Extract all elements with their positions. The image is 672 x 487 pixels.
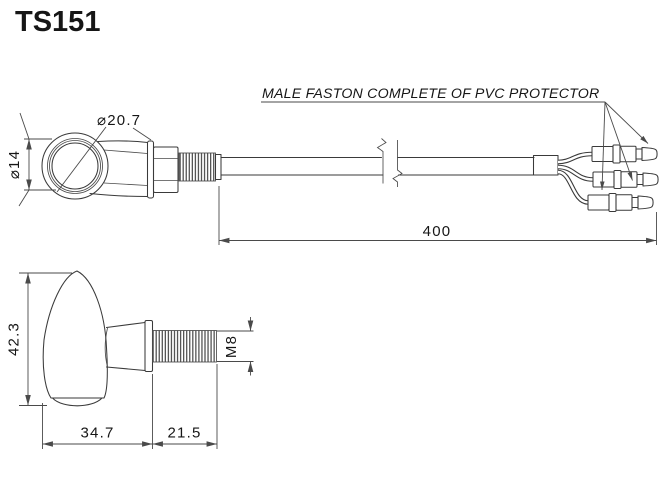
lens-bottom-arc bbox=[52, 397, 103, 407]
lens-outer-circle bbox=[41, 132, 109, 200]
faston-connector-top bbox=[591, 144, 658, 164]
dimension-cable-length: 400 bbox=[218, 186, 657, 245]
cable-right-segment bbox=[396, 156, 535, 176]
body-taper-inner-bottom bbox=[103, 182, 148, 186]
cable-left-segment bbox=[220, 156, 384, 176]
stem-flange bbox=[144, 319, 154, 373]
page-title: TS151 bbox=[15, 6, 100, 38]
lens-bezel-circle-b bbox=[49, 140, 101, 192]
dim-lens-inner-label: ⌀14 bbox=[6, 150, 23, 179]
dim-lens-outer-label: ⌀20.7 bbox=[97, 112, 141, 129]
dim-tails bbox=[18, 112, 30, 207]
cable-break-line-left bbox=[376, 138, 387, 184]
body-profile bbox=[42, 270, 108, 399]
callout: MALE FASTON COMPLETE OF PVC PROTECTOR bbox=[261, 86, 649, 191]
thread-collar bbox=[214, 153, 222, 181]
cable-break-line-right bbox=[392, 140, 403, 187]
body-taper-top bbox=[97, 140, 149, 144]
stem-base-arc bbox=[104, 327, 108, 368]
callout-leader-3 bbox=[599, 101, 606, 191]
stem-top bbox=[105, 321, 146, 329]
stem-bottom bbox=[105, 366, 146, 372]
callout-leader-2 bbox=[604, 101, 633, 181]
callout-label: MALE FASTON COMPLETE OF PVC PROTECTOR bbox=[262, 86, 599, 102]
body-taper-inner-top bbox=[103, 149, 148, 154]
lens-bezel-circle-a bbox=[47, 138, 103, 194]
callout-leader-1 bbox=[604, 101, 649, 144]
dimension-lens-outer: ⌀20.7 bbox=[56, 112, 152, 193]
hex-nut bbox=[152, 146, 179, 194]
dim-lens-outer-leader-2 bbox=[132, 127, 152, 141]
cable-sleeve bbox=[532, 154, 559, 176]
side-view bbox=[42, 270, 217, 407]
faston-connector-bottom bbox=[587, 192, 654, 213]
dimension-bottom-widths: 34.7 21.5 bbox=[42, 364, 218, 449]
flange bbox=[146, 140, 155, 199]
hex-nut-facets bbox=[153, 158, 178, 181]
dim-cable-length-label: 400 bbox=[423, 223, 452, 240]
lens-inner-circle bbox=[51, 142, 99, 190]
dimension-thread-size: M8 bbox=[217, 317, 254, 376]
dim-body-width-label: 34.7 bbox=[81, 425, 115, 442]
front-view bbox=[41, 132, 659, 213]
dimension-body-height: 42.3 bbox=[6, 272, 72, 406]
dimension-lens-inner: ⌀14 bbox=[6, 112, 56, 207]
wires bbox=[557, 151, 594, 205]
body-taper-bottom bbox=[89, 192, 149, 198]
dim-body-height-label: 42.3 bbox=[6, 322, 23, 356]
dim-thread-length-label: 21.5 bbox=[168, 425, 202, 442]
thread-outline bbox=[152, 330, 217, 363]
dim-lens-outer-leader bbox=[56, 126, 107, 193]
dim-thread-size-label: M8 bbox=[223, 335, 240, 358]
